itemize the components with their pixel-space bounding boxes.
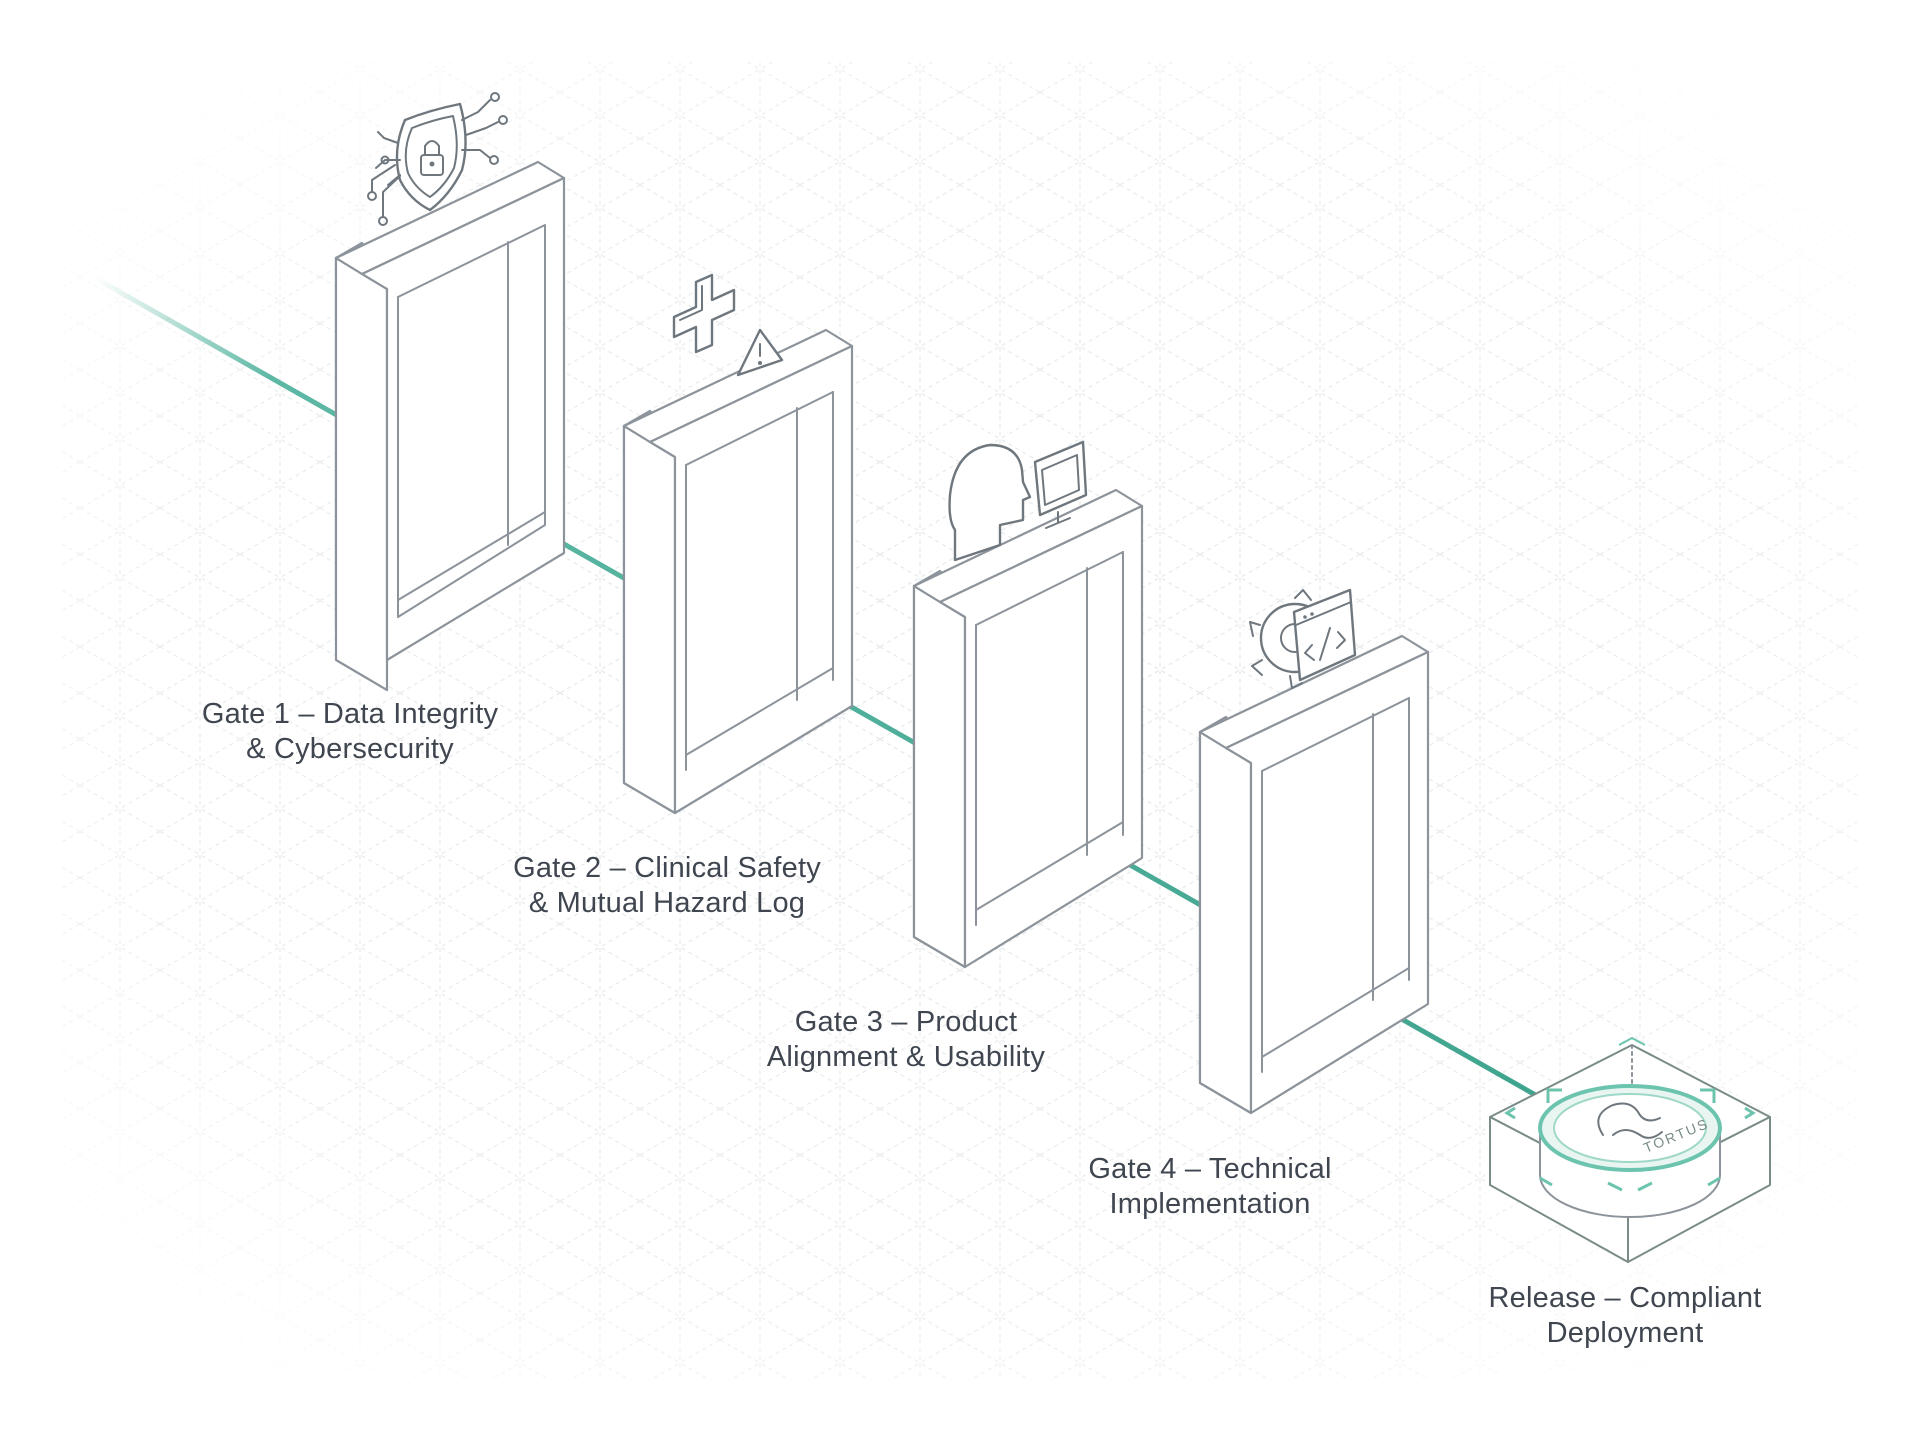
gate-3-frame xyxy=(912,488,1144,969)
user-monitor-icon xyxy=(948,440,1088,562)
gate-3-label-line1: Gate 3 – Product xyxy=(794,1006,1018,1038)
gate-2-label-line1: Gate 2 – Clinical Safety xyxy=(513,852,821,884)
gate-1-label-line1: Gate 1 – Data Integrity xyxy=(201,698,499,730)
release-label: Release – Compliant Deployment xyxy=(1415,1281,1835,1351)
medical-cross-warning-icon xyxy=(672,273,784,377)
gate-4-label-line1: Gate 4 – Technical xyxy=(1088,1153,1332,1185)
gate-2-label-line2: & Mutual Hazard Log xyxy=(528,887,806,919)
release-label-line2: Deployment xyxy=(1546,1317,1704,1349)
gate-3-label-line2: Alignment & Usability xyxy=(766,1041,1046,1073)
gate-2-label: Gate 2 – Clinical Safety & Mutual Hazard… xyxy=(457,851,877,921)
gate-1-label: Gate 1 – Data Integrity & Cybersecurity xyxy=(140,697,560,767)
shield-lock-icon xyxy=(367,92,508,226)
gate-2-frame xyxy=(622,328,854,815)
release-node: TORTUS xyxy=(1489,1036,1771,1263)
gate-4-frame xyxy=(1198,634,1430,1115)
gear-code-icon xyxy=(1249,588,1357,689)
gate-1-label-line2: & Cybersecurity xyxy=(246,733,454,765)
gate-1-frame xyxy=(334,160,566,692)
gate-4-label: Gate 4 – Technical Implementation xyxy=(1000,1152,1420,1222)
release-label-line1: Release – Compliant xyxy=(1488,1282,1762,1314)
gate-4-label-line2: Implementation xyxy=(1109,1188,1311,1220)
gate-3-label: Gate 3 – Product Alignment & Usability xyxy=(696,1005,1116,1075)
